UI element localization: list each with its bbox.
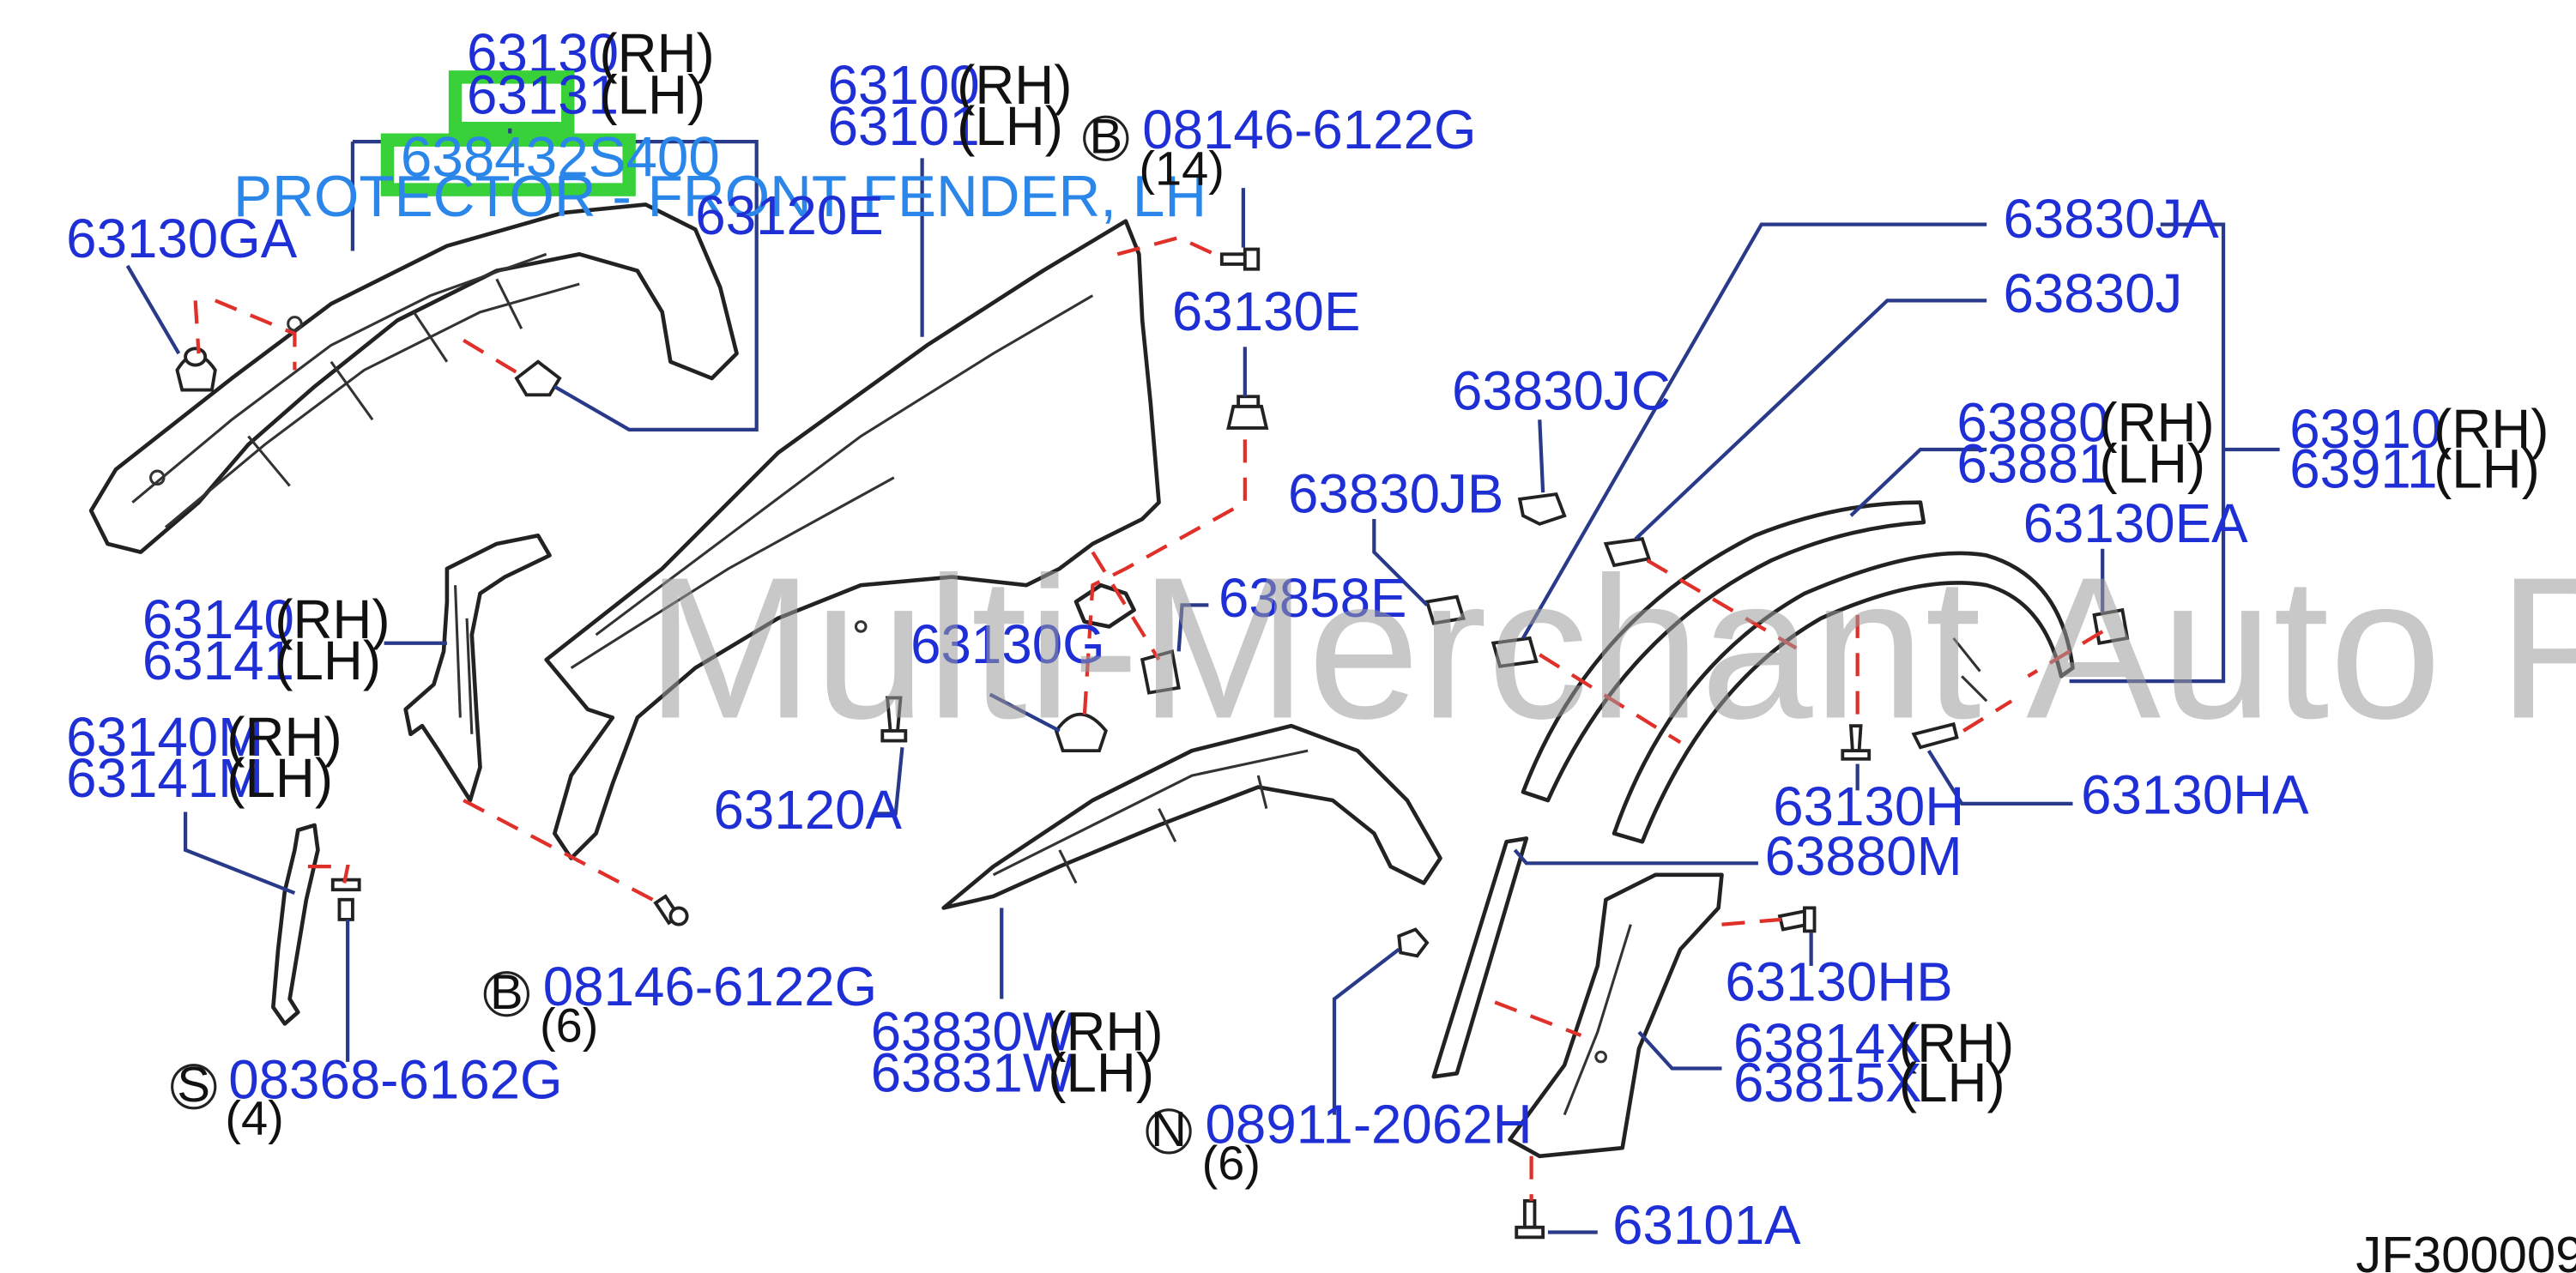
label-63100[interactable]: 63100	[828, 55, 980, 116]
clip-63830jc[interactable]	[1517, 492, 1567, 526]
label-63130ga[interactable]: 63130GA	[66, 208, 298, 269]
label-63815x-side: (LH)	[1899, 1053, 2005, 1113]
label-08146-6122g-top[interactable]: 08146-6122G	[1142, 100, 1476, 160]
label-63130e[interactable]: 63130E	[1172, 281, 1360, 342]
bolt-bottom-badge	[483, 971, 529, 1017]
label-63140-side: (RH)	[275, 589, 390, 650]
highlight-box-638432s400	[380, 133, 636, 196]
label-63814x-side: (RH)	[1899, 1013, 2014, 1074]
label-63130hb[interactable]: 63130HB	[1725, 951, 1952, 1012]
label-08911-qty: (6)	[1202, 1136, 1261, 1190]
clip-63830jb[interactable]	[1424, 594, 1466, 625]
label-63831w-side: (LH)	[1048, 1043, 1154, 1104]
label-63101-side: (LH)	[957, 96, 1063, 157]
wheel-arch-molding-63880[interactable]	[1521, 500, 1926, 803]
fender-flare-63910[interactable]	[1612, 551, 2075, 844]
label-08146-bottom-qty: (6)	[540, 998, 598, 1053]
nut-letter: N	[1151, 1102, 1187, 1157]
label-63881-side: (LH)	[2099, 434, 2205, 495]
label-63130g[interactable]: 63130G	[910, 614, 1105, 675]
label-63880m[interactable]: 63880M	[1765, 826, 1962, 887]
bolt-63101a[interactable]	[1515, 1198, 1545, 1240]
diagram-reference-code: JF300009	[2355, 1226, 2576, 1273]
watermark-text: Multi-Merchant Auto Partstore	[645, 535, 2576, 761]
label-63131-side: (LH)	[599, 64, 705, 125]
clip-63130e[interactable]	[1226, 395, 1269, 430]
screw-letter: S	[177, 1058, 210, 1113]
label-63140m[interactable]: 63140M	[66, 707, 263, 768]
screw-63120a[interactable]	[880, 696, 908, 743]
label-63831w[interactable]: 63831W	[871, 1043, 1074, 1104]
label-63830w[interactable]: 63830W	[871, 1001, 1074, 1062]
label-63880[interactable]: 63880	[1956, 392, 2108, 453]
leader-lines	[125, 140, 2280, 1234]
clip-63130g[interactable]	[1054, 712, 1108, 753]
nut-08911[interactable]	[1397, 927, 1430, 958]
label-63830ja[interactable]: 63830JA	[2003, 189, 2219, 250]
label-63140[interactable]: 63140	[142, 589, 294, 650]
clip-63130ga[interactable]	[175, 347, 217, 392]
label-63140m-side: (RH)	[227, 707, 342, 768]
label-08368-6162g[interactable]: 08368-6162G	[228, 1049, 562, 1110]
label-63911-side: (LH)	[2434, 438, 2540, 499]
screw-63130h[interactable]	[1841, 724, 1872, 761]
label-63141m-side: (LH)	[227, 748, 333, 809]
screw-63130hb[interactable]	[1777, 906, 1817, 933]
fender-protector-63830w[interactable]	[941, 723, 1442, 910]
label-63830jb[interactable]: 63830JB	[1288, 463, 1503, 524]
mud-guard-63814x[interactable]	[1508, 872, 1724, 1159]
label-63830w-side: (RH)	[1048, 1001, 1163, 1062]
clip-63830ja[interactable]	[1491, 636, 1539, 668]
screw-badge	[171, 1064, 217, 1110]
label-63130ha[interactable]: 63130HA	[2081, 764, 2309, 825]
label-63101a[interactable]: 63101A	[1612, 1195, 1801, 1256]
strap-63140m[interactable]	[271, 823, 320, 1026]
label-63100-side: (RH)	[957, 55, 1072, 116]
bolt-08146-bottom[interactable]	[653, 894, 689, 926]
label-63130h[interactable]: 63130H	[1773, 776, 1964, 837]
nut-badge	[1146, 1108, 1192, 1155]
label-63131[interactable]: 63131	[467, 64, 619, 125]
label-638432s400[interactable]: 638432S400	[401, 126, 720, 189]
label-08146-top-qty: (14)	[1139, 141, 1224, 195]
label-63130-side: (RH)	[599, 23, 714, 84]
label-63911[interactable]: 63911	[2289, 438, 2437, 499]
label-63910[interactable]: 63910	[2289, 399, 2441, 460]
label-63830jc[interactable]: 63830JC	[1452, 361, 1671, 422]
label-63815x[interactable]: 63815X	[1733, 1053, 1921, 1113]
label-63141[interactable]: 63141	[142, 630, 294, 691]
clip-63830j[interactable]	[1603, 537, 1652, 568]
front-fender-protector-lh[interactable]	[88, 202, 739, 554]
label-63101[interactable]: 63101	[828, 96, 980, 157]
label-63830j[interactable]: 63830J	[2003, 263, 2182, 324]
label-63910-side: (RH)	[2434, 399, 2549, 460]
label-63141-side: (LH)	[275, 630, 381, 691]
bolt-08146-top[interactable]	[1219, 247, 1261, 271]
retainer-63858e[interactable]	[1140, 649, 1181, 695]
label-08146-6122g-bottom[interactable]: 08146-6122G	[543, 956, 877, 1017]
screw-08368[interactable]	[330, 878, 361, 921]
bolt-top-letter: B	[1089, 110, 1122, 165]
label-63881[interactable]: 63881	[1956, 434, 2108, 495]
label-63141m[interactable]: 63141M	[66, 748, 263, 809]
label-08911-2062h[interactable]: 08911-2062H	[1206, 1094, 1533, 1155]
label-63814x[interactable]: 63814X	[1733, 1013, 1921, 1074]
label-63120e[interactable]: 63120E	[695, 185, 883, 246]
assembly-lines	[193, 235, 2104, 1201]
highlight-box-63131	[448, 70, 575, 136]
label-63120a[interactable]: 63120A	[714, 780, 903, 841]
fender-bracket-63140[interactable]	[403, 533, 552, 803]
label-63130ea[interactable]: 63130EA	[2023, 493, 2248, 554]
screw-63130ha[interactable]	[1911, 721, 1959, 750]
label-63880-side: (RH)	[2099, 392, 2214, 453]
clip-63120e[interactable]	[514, 359, 562, 397]
molding-strip-63880m[interactable]	[1431, 836, 1529, 1079]
bolt-bottom-letter: B	[490, 965, 523, 1020]
bolt-top-badge	[1083, 115, 1129, 161]
label-08368-qty: (4)	[225, 1091, 283, 1145]
label-63858e[interactable]: 63858E	[1218, 568, 1406, 629]
highlight-tooltip: PROTECTOR - FRONT FENDER, LH	[233, 165, 1206, 229]
